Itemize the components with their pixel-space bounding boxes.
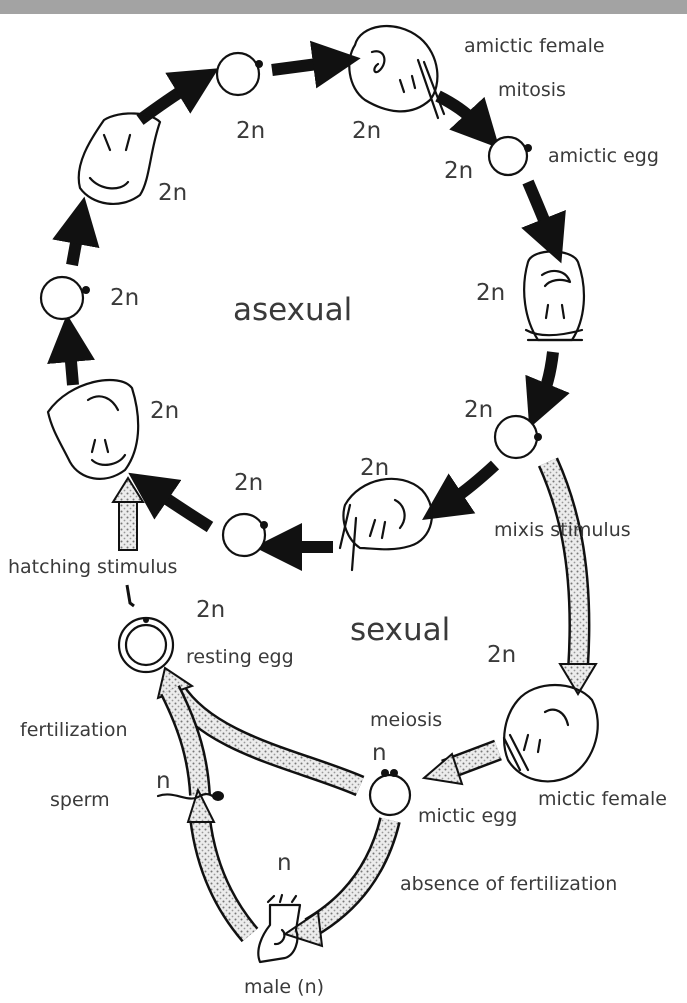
- amictic-female-drawing: [349, 26, 444, 118]
- label-mixis-stimulus: mixis stimulus: [494, 519, 631, 541]
- ploidy-label: n: [277, 850, 292, 876]
- arrow-mixis-stimulus: [548, 462, 596, 694]
- ploidy-label: 2n: [234, 470, 263, 496]
- arrow-female-to-amictic-egg: [438, 96, 475, 122]
- label-mitosis: mitosis: [498, 79, 566, 101]
- arrow-meiosis: [424, 750, 498, 784]
- ploidy-label: 2n: [360, 455, 389, 481]
- ploidy-label: 2n: [150, 398, 179, 424]
- arrow-egg-to-female-bottom: [452, 465, 495, 500]
- label-mictic-egg: mictic egg: [418, 805, 517, 827]
- ploidy-label: 2n: [487, 642, 516, 668]
- label-fertilization: fertilization: [20, 719, 128, 741]
- label-sperm: sperm: [50, 789, 110, 811]
- label-resting-egg: resting egg: [186, 646, 294, 668]
- label-male: male (n): [244, 976, 324, 998]
- female-bottom-drawing: [340, 479, 432, 570]
- ploidy-label: 2n: [158, 180, 187, 206]
- arrow-egg-to-female-left: [158, 493, 210, 527]
- mictic-female-drawing: [504, 685, 598, 781]
- arrow-male-to-sperm: [188, 790, 250, 935]
- ploidy-label: n: [372, 740, 387, 766]
- arrow-hatching-stimulus: [113, 478, 143, 606]
- ploidy-label: n: [156, 768, 171, 794]
- egg-bottom: [223, 514, 265, 556]
- label-mictic-female: mictic female: [538, 788, 667, 810]
- resting-egg: [119, 617, 173, 672]
- ploidy-label: 2n: [476, 280, 505, 306]
- egg-left: [41, 277, 83, 319]
- label-asexual: asexual: [233, 292, 352, 328]
- ploidy-label: 2n: [196, 597, 225, 623]
- label-sexual: sexual: [350, 612, 450, 648]
- egg-right: [495, 416, 537, 458]
- ploidy-label: 2n: [236, 118, 265, 144]
- ploidy-label: 2n: [352, 118, 381, 144]
- label-hatching-stimulus: hatching stimulus: [8, 556, 177, 578]
- arrow-female-to-egg-left: [70, 350, 73, 385]
- female-top-left-drawing: [79, 113, 160, 203]
- arrow-absence-of-fertilization: [285, 820, 390, 946]
- ploidy-label: 2n: [464, 397, 493, 423]
- label-absence-of-fertilization: absence of fertilization: [400, 873, 617, 895]
- ploidy-label: 2n: [444, 158, 473, 184]
- label-meiosis: meiosis: [370, 709, 442, 731]
- female-left-drawing: [48, 380, 138, 479]
- amictic-egg: [489, 137, 527, 175]
- egg-top: [217, 53, 259, 95]
- label-amictic-egg: amictic egg: [548, 145, 659, 167]
- ploidy-label: 2n: [110, 285, 139, 311]
- female-right-drawing: [524, 252, 584, 341]
- arrow-female-to-egg-right: [543, 352, 553, 395]
- mictic-egg: [370, 775, 410, 815]
- arrow-egg-to-amictic-female: [272, 63, 325, 70]
- arrow-egg-to-female-top-left: [72, 232, 78, 265]
- arrow-egg-to-female-right: [528, 182, 548, 230]
- label-amictic-female: amictic female: [464, 35, 605, 57]
